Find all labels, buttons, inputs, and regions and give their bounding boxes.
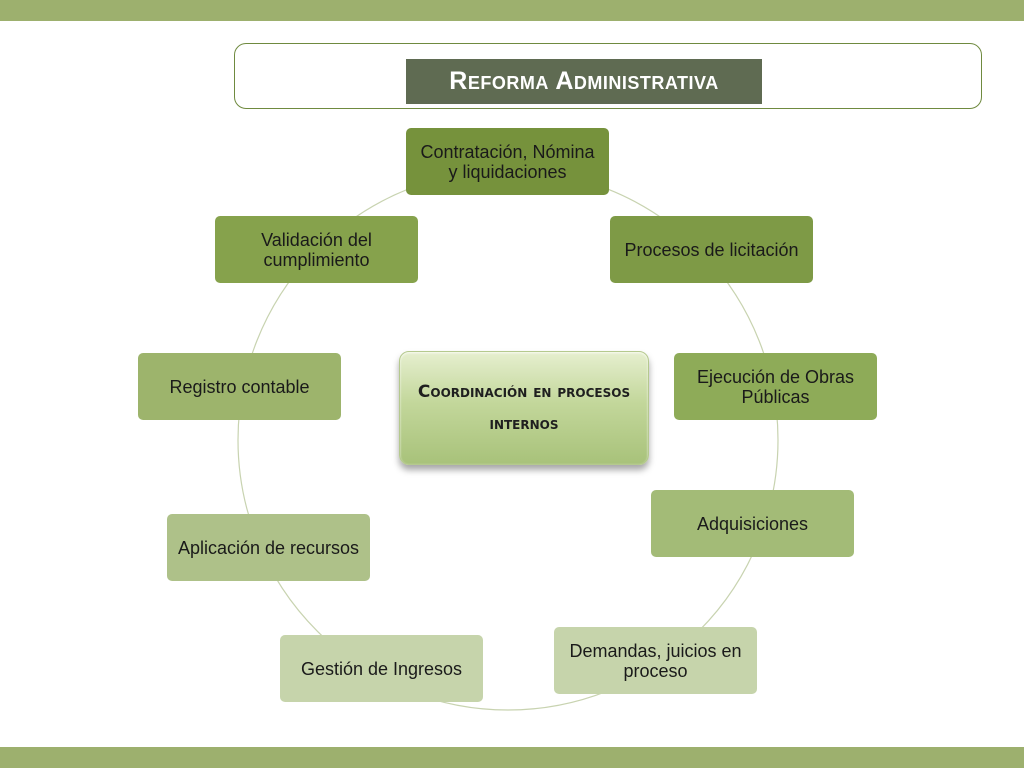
cycle-node-aplicacion-recursos: Aplicación de recursos <box>167 514 370 581</box>
bottom-accent-band <box>0 747 1024 768</box>
cycle-node-registro-contable: Registro contable <box>138 353 341 420</box>
cycle-node-contratacion: Contratación, Nómina y liquidaciones <box>406 128 609 195</box>
cycle-node-label: Validación del cumplimiento <box>261 229 372 270</box>
cycle-node-adquisiciones: Adquisiciones <box>651 490 854 557</box>
cycle-node-validacion: Validación del cumplimiento <box>215 216 418 283</box>
cycle-node-demandas: Demandas, juicios en proceso <box>554 627 757 694</box>
cycle-node-gestion-ingresos: Gestión de Ingresos <box>280 635 483 702</box>
cycle-node-label: Gestión de Ingresos <box>300 658 463 679</box>
cycle-node-label: Aplicación de recursos <box>177 537 360 558</box>
center-hub: Coordinación en procesos internos <box>399 351 649 465</box>
cycle-node-label: Ejecución de Obras Públicas <box>696 366 855 407</box>
center-hub-label: Coordinación en procesos internos <box>417 382 631 434</box>
cycle-node-label: Demandas, juicios en proceso <box>569 640 742 681</box>
cycle-node-label: Adquisiciones <box>696 513 809 534</box>
cycle-node-label: Procesos de licitación <box>624 239 799 260</box>
page-title: Reforma Administrativa <box>406 59 762 104</box>
cycle-node-obras-publicas: Ejecución de Obras Públicas <box>674 353 877 420</box>
top-accent-band <box>0 0 1024 21</box>
cycle-node-label: Contratación, Nómina y liquidaciones <box>420 141 595 182</box>
cycle-node-label: Registro contable <box>169 376 310 397</box>
cycle-node-licitacion: Procesos de licitación <box>610 216 813 283</box>
